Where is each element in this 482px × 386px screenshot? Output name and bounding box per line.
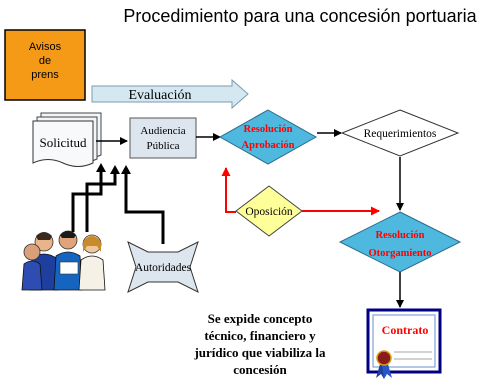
red-arrow-oposicion-aprobacion: [221, 167, 236, 213]
requerimientos-diamond: Requerimientos: [340, 109, 460, 157]
contrato-certificate: Contrato: [366, 308, 442, 379]
audiencia-label-2: Pública: [147, 140, 180, 152]
evaluacion-arrow: Evaluación: [91, 78, 249, 110]
evaluacion-label: Evaluación: [129, 88, 192, 103]
autoridades-shape: Autoridades: [127, 241, 199, 293]
note-line-3: jurídico que viabiliza la: [194, 345, 326, 360]
avisos-box: Avisos de prens: [4, 29, 86, 101]
connector-people-solicitud-head: [96, 163, 106, 172]
resolucion-otorgamiento-label-2: Otorgamiento: [369, 248, 432, 259]
resolucion-aprobacion-label-2: Aprobación: [242, 140, 295, 151]
resolucion-aprobacion-label-1: Resolución: [243, 124, 292, 135]
resolucion-otorgamiento-label-1: Resolución: [375, 230, 424, 241]
solicitud-document: Solicitud: [32, 112, 102, 167]
seal-icon: [376, 350, 392, 379]
avisos-label-3: prens: [31, 69, 59, 81]
resolucion-otorgamiento-diamond: Resolución Otorgamiento: [338, 211, 462, 273]
note-line-4: concesión: [233, 362, 287, 377]
audiencia-label-1: Audiencia: [140, 125, 185, 137]
connector-autoridades-audiencia: [124, 172, 165, 244]
requerimientos-label: Requerimientos: [364, 128, 437, 140]
contrato-label: Contrato: [382, 323, 429, 337]
autoridades-label: Autoridades: [135, 262, 192, 274]
note-line-2: técnico, financiero y: [204, 328, 316, 343]
solicitud-label: Solicitud: [40, 135, 87, 150]
people-group-icon: [21, 230, 106, 291]
connector-autoridades-audiencia-head: [121, 165, 131, 174]
connector-people-audiencia-head: [110, 165, 120, 174]
note-text: Se expide concepto técnico, financiero y…: [170, 310, 350, 378]
avisos-label-1: Avisos: [29, 41, 62, 53]
page-title: Procedimiento para una concesión portuar…: [123, 6, 477, 26]
avisos-label-2: de: [39, 55, 51, 67]
note-line-1: Se expide concepto: [207, 311, 313, 326]
oposicion-label: Oposición: [245, 206, 293, 218]
audiencia-box: Audiencia Pública: [129, 117, 197, 159]
oposicion-diamond: Oposición: [235, 185, 303, 237]
resolucion-aprobacion-diamond: Resolución Aprobación: [218, 109, 318, 165]
connector-people-audiencia: [85, 172, 117, 232]
